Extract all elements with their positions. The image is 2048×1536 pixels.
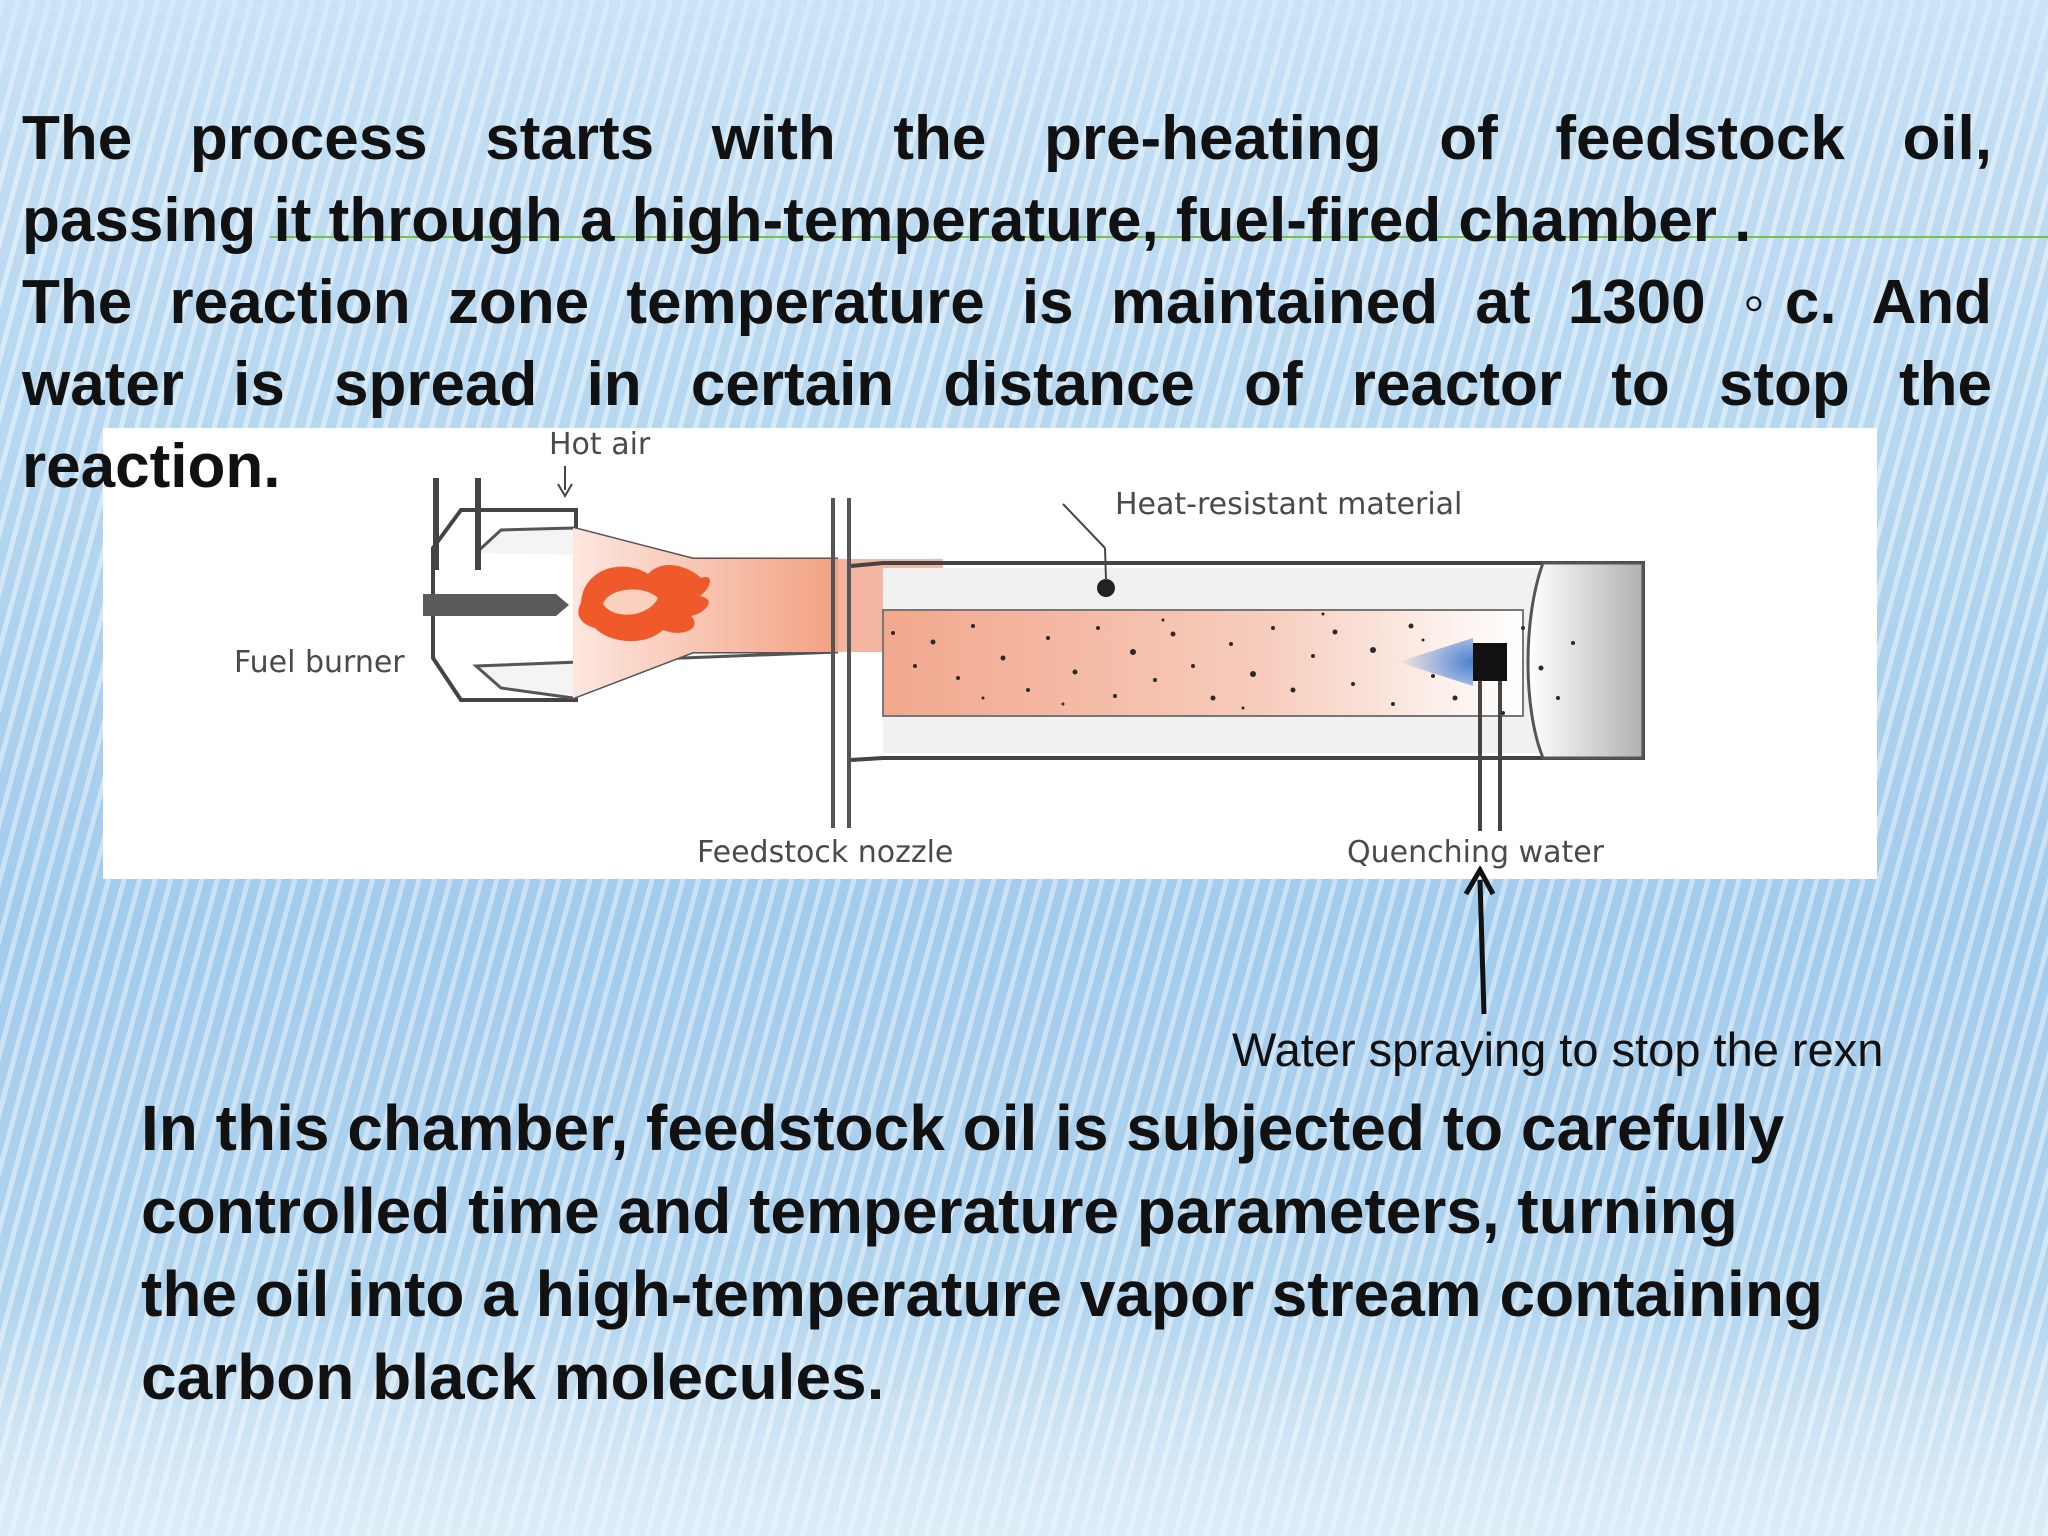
carbon-particles: [891, 612, 1575, 715]
reactor-outlet: [1526, 561, 1645, 760]
description-line-1: In this chamber, feedstock oil is subjec…: [141, 1092, 1785, 1164]
heat-resistant-marker: [1097, 579, 1115, 597]
hot-air-pipe-left: [433, 478, 439, 570]
intro-line-1: The process starts with the pre-heating …: [22, 104, 1992, 173]
heat-resistant-leader-2: [1104, 547, 1107, 581]
label-hot-air: Hot air: [549, 427, 651, 462]
background-fade: [0, 1300, 2048, 1536]
intro-line-4: water is spread in certain distance of r…: [22, 350, 1992, 419]
annotation-arrow: [1463, 866, 1496, 1015]
intro-line-3: The reaction zone temperature is maintai…: [22, 268, 1992, 337]
hot-air-pipe-right: [475, 478, 481, 570]
description-paragraph: In this chamber, feedstock oil is subjec…: [141, 1087, 2001, 1419]
description-line-3: the oil into a high-temperature vapor st…: [141, 1258, 1823, 1330]
annotation-text: Water spraying to stop the rexn: [1232, 1023, 1884, 1076]
hot-air-arrowhead: [557, 483, 573, 498]
description-line-4: carbon black molecules.: [141, 1341, 885, 1413]
quench-pipe-left: [1478, 681, 1482, 831]
chamber-outer-wall: [431, 508, 578, 702]
nozzle-line-right: [847, 498, 851, 828]
burner-tip: [556, 594, 569, 616]
quench-head: [1473, 643, 1507, 681]
intro-paragraph: The process starts with the pre-heating …: [22, 98, 1992, 426]
intro-line-5: reaction.: [22, 432, 281, 501]
description-line-2: controlled time and temperature paramete…: [141, 1175, 1738, 1247]
heat-resistant-leader: [1062, 503, 1106, 549]
fuel-burner-pipe: [423, 594, 556, 616]
intro-line-2: passing it through a high-temperature, f…: [22, 186, 1752, 255]
furnace-drawing: [423, 466, 1645, 831]
quench-pipe-right: [1498, 681, 1502, 831]
label-quenching-water: Quenching water: [1347, 835, 1605, 870]
nozzle-line-left: [831, 498, 835, 828]
accent-line: [270, 236, 2048, 238]
intro-paragraph-end: reaction.: [22, 426, 1992, 508]
flame-core: [603, 589, 658, 615]
label-fuel-burner: Fuel burner: [234, 645, 405, 680]
water-spray: [1398, 638, 1473, 686]
label-heat-resistant-material: Heat-resistant material: [1115, 487, 1463, 522]
label-feedstock-nozzle: Feedstock nozzle: [697, 835, 954, 870]
furnace-diagram: Hot air Heat-resistant material Fuel bur…: [103, 428, 1877, 879]
